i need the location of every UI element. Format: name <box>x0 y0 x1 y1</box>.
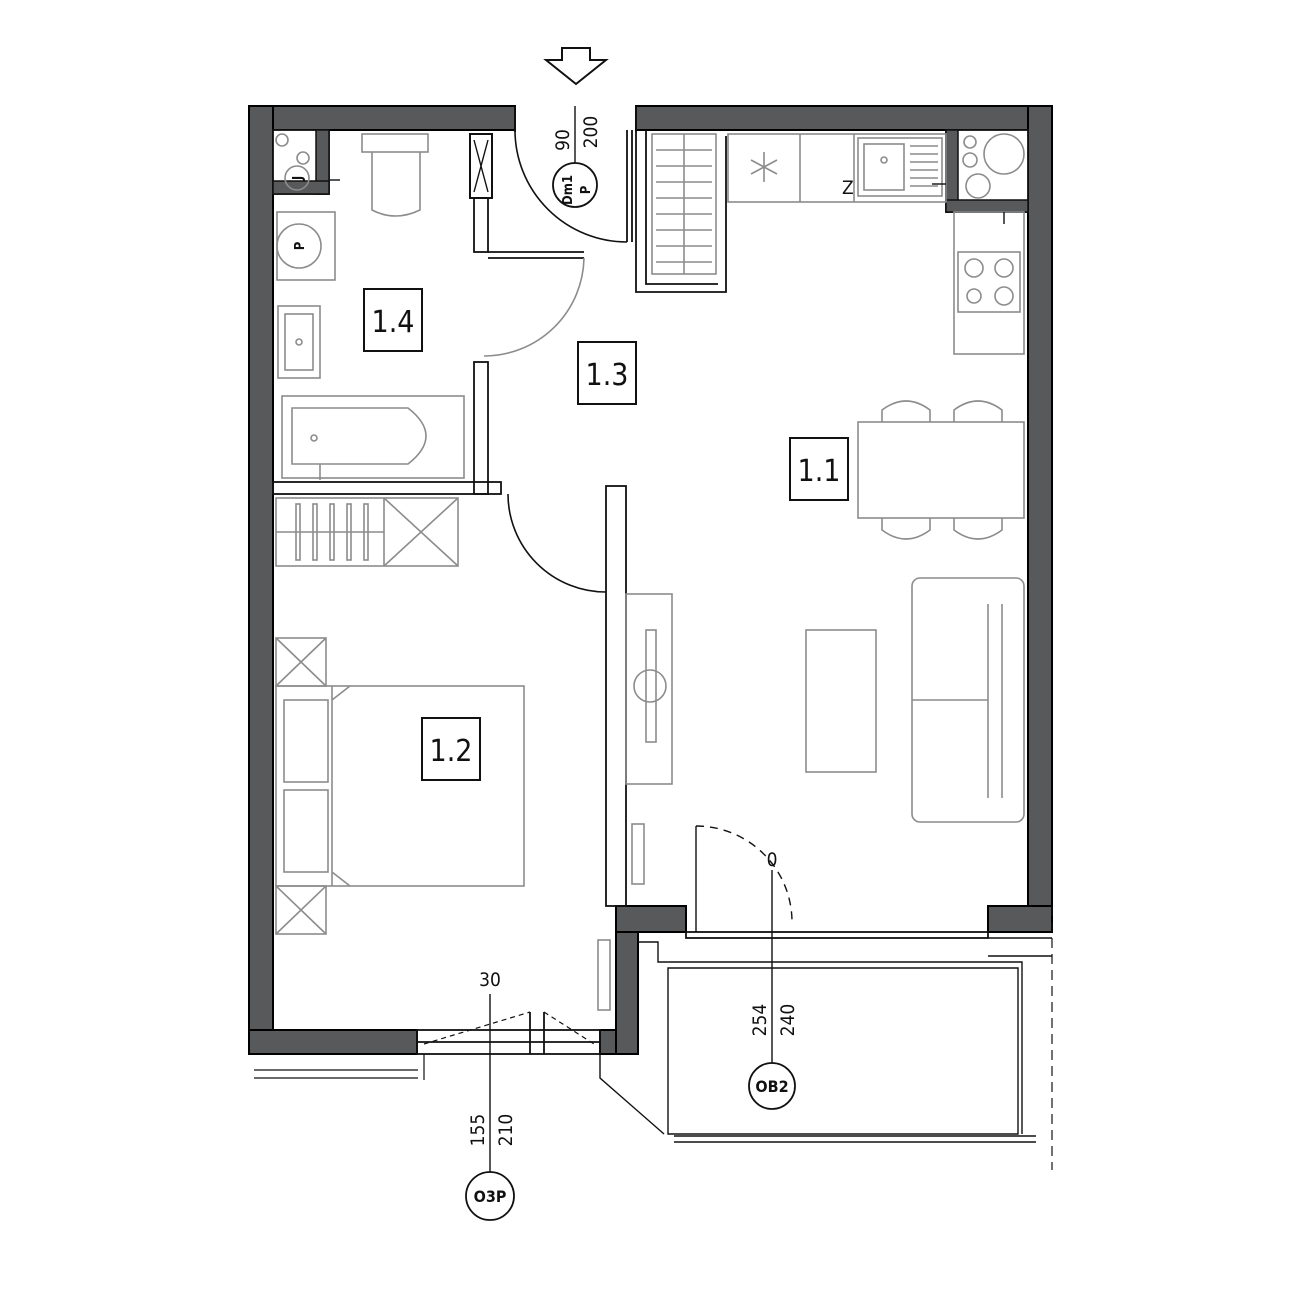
bedroom-window-tag: O3P <box>474 1187 507 1206</box>
bedroom-window-sill: 30 <box>479 969 501 991</box>
balcony-door-width: 254 <box>749 1004 771 1037</box>
balcony <box>254 906 1053 1170</box>
exterior-walls <box>248 105 1053 1055</box>
room-label-1-2-text: 1.2 <box>430 734 473 769</box>
room-label-1-4-text: 1.4 <box>372 305 415 340</box>
room-label-1-1: 1.1 <box>789 437 849 501</box>
entrance-door-width: 90 <box>552 129 574 151</box>
entrance-door-tag-line2: P <box>579 185 594 194</box>
entrance-door[interactable]: Dm1 P 90 200 <box>514 106 637 243</box>
room-label-1-3: 1.3 <box>577 341 637 405</box>
bathroom-door[interactable] <box>483 257 585 357</box>
room-label-1-4: 1.4 <box>363 288 423 352</box>
wardrobe <box>275 497 459 567</box>
entrance-door-height: 200 <box>580 116 602 149</box>
room-label-1-1-text: 1.1 <box>798 454 841 489</box>
bedroom-door[interactable] <box>507 493 607 593</box>
dining-table <box>857 400 1025 540</box>
bedroom-window[interactable]: 30 155 210 O3P <box>416 969 601 1221</box>
balcony-door-sill: 0 <box>767 849 778 871</box>
balcony-door[interactable]: 0 254 240 OB2 <box>685 825 989 1110</box>
entry-arrow-icon <box>543 47 609 86</box>
kitchen-fixtures: Z <box>727 133 1025 355</box>
bedroom-furniture <box>275 637 525 935</box>
entrance-door-tag-line1: Dm1 <box>561 175 576 205</box>
bedroom-window-width: 155 <box>467 1114 489 1147</box>
bathroom-fixtures: J P <box>275 133 465 480</box>
shoe-rack <box>651 133 717 275</box>
bedroom-window-height: 210 <box>495 1114 517 1147</box>
room-label-1-2: 1.2 <box>421 717 481 781</box>
entrance-door-tag <box>552 162 598 208</box>
fridge-symbol: Z <box>842 177 854 199</box>
boiler-symbol: J <box>291 176 306 181</box>
living-furniture <box>597 577 1025 1011</box>
washer-symbol: P <box>293 241 308 250</box>
balcony-door-height: 240 <box>777 1004 799 1037</box>
room-label-1-3-text: 1.3 <box>586 358 629 393</box>
balcony-door-tag: OB2 <box>755 1077 788 1096</box>
